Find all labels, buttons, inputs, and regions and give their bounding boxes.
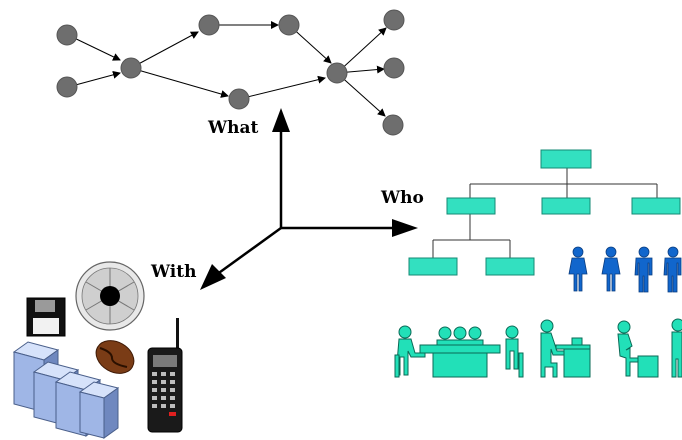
person-icon xyxy=(634,246,653,293)
graph-node xyxy=(383,57,405,79)
disk-platter-icon xyxy=(75,261,145,331)
person-icon xyxy=(663,246,682,293)
what-arrowhead xyxy=(272,108,290,132)
axes xyxy=(200,108,418,290)
office-worker-icon xyxy=(671,318,682,378)
office-worker-icon xyxy=(617,320,659,378)
server-stack-icon xyxy=(12,341,120,439)
people-icons xyxy=(568,246,682,293)
with-axis-label: With xyxy=(151,262,197,282)
mobile-phone-icon xyxy=(147,318,183,433)
graph-nodes xyxy=(56,9,405,136)
with-arrowhead xyxy=(200,264,226,290)
what-axis-label: What xyxy=(208,118,259,138)
org-box xyxy=(408,257,458,276)
graph-node xyxy=(383,9,405,31)
who-axis-label: Who xyxy=(381,188,424,208)
graph-node xyxy=(56,76,78,98)
graph-node xyxy=(228,88,250,110)
person-icon xyxy=(601,246,621,292)
org-box xyxy=(631,197,681,215)
graph-node xyxy=(198,14,220,36)
person-icon xyxy=(568,246,588,292)
who-arrowhead xyxy=(392,219,418,237)
office-worker-icon xyxy=(540,319,591,378)
graph-node xyxy=(382,114,404,136)
meeting-team-icon xyxy=(394,325,524,378)
coffee-bean-icon xyxy=(95,340,135,374)
graph-node xyxy=(56,24,78,46)
graph-node xyxy=(278,14,300,36)
org-box xyxy=(540,149,592,169)
graph-node xyxy=(326,62,348,84)
floppy-disk-icon xyxy=(26,297,66,337)
org-box xyxy=(485,257,535,276)
org-box xyxy=(446,197,496,215)
org-box xyxy=(541,197,591,215)
graph-node xyxy=(120,57,142,79)
org-chart-icon xyxy=(408,149,681,276)
